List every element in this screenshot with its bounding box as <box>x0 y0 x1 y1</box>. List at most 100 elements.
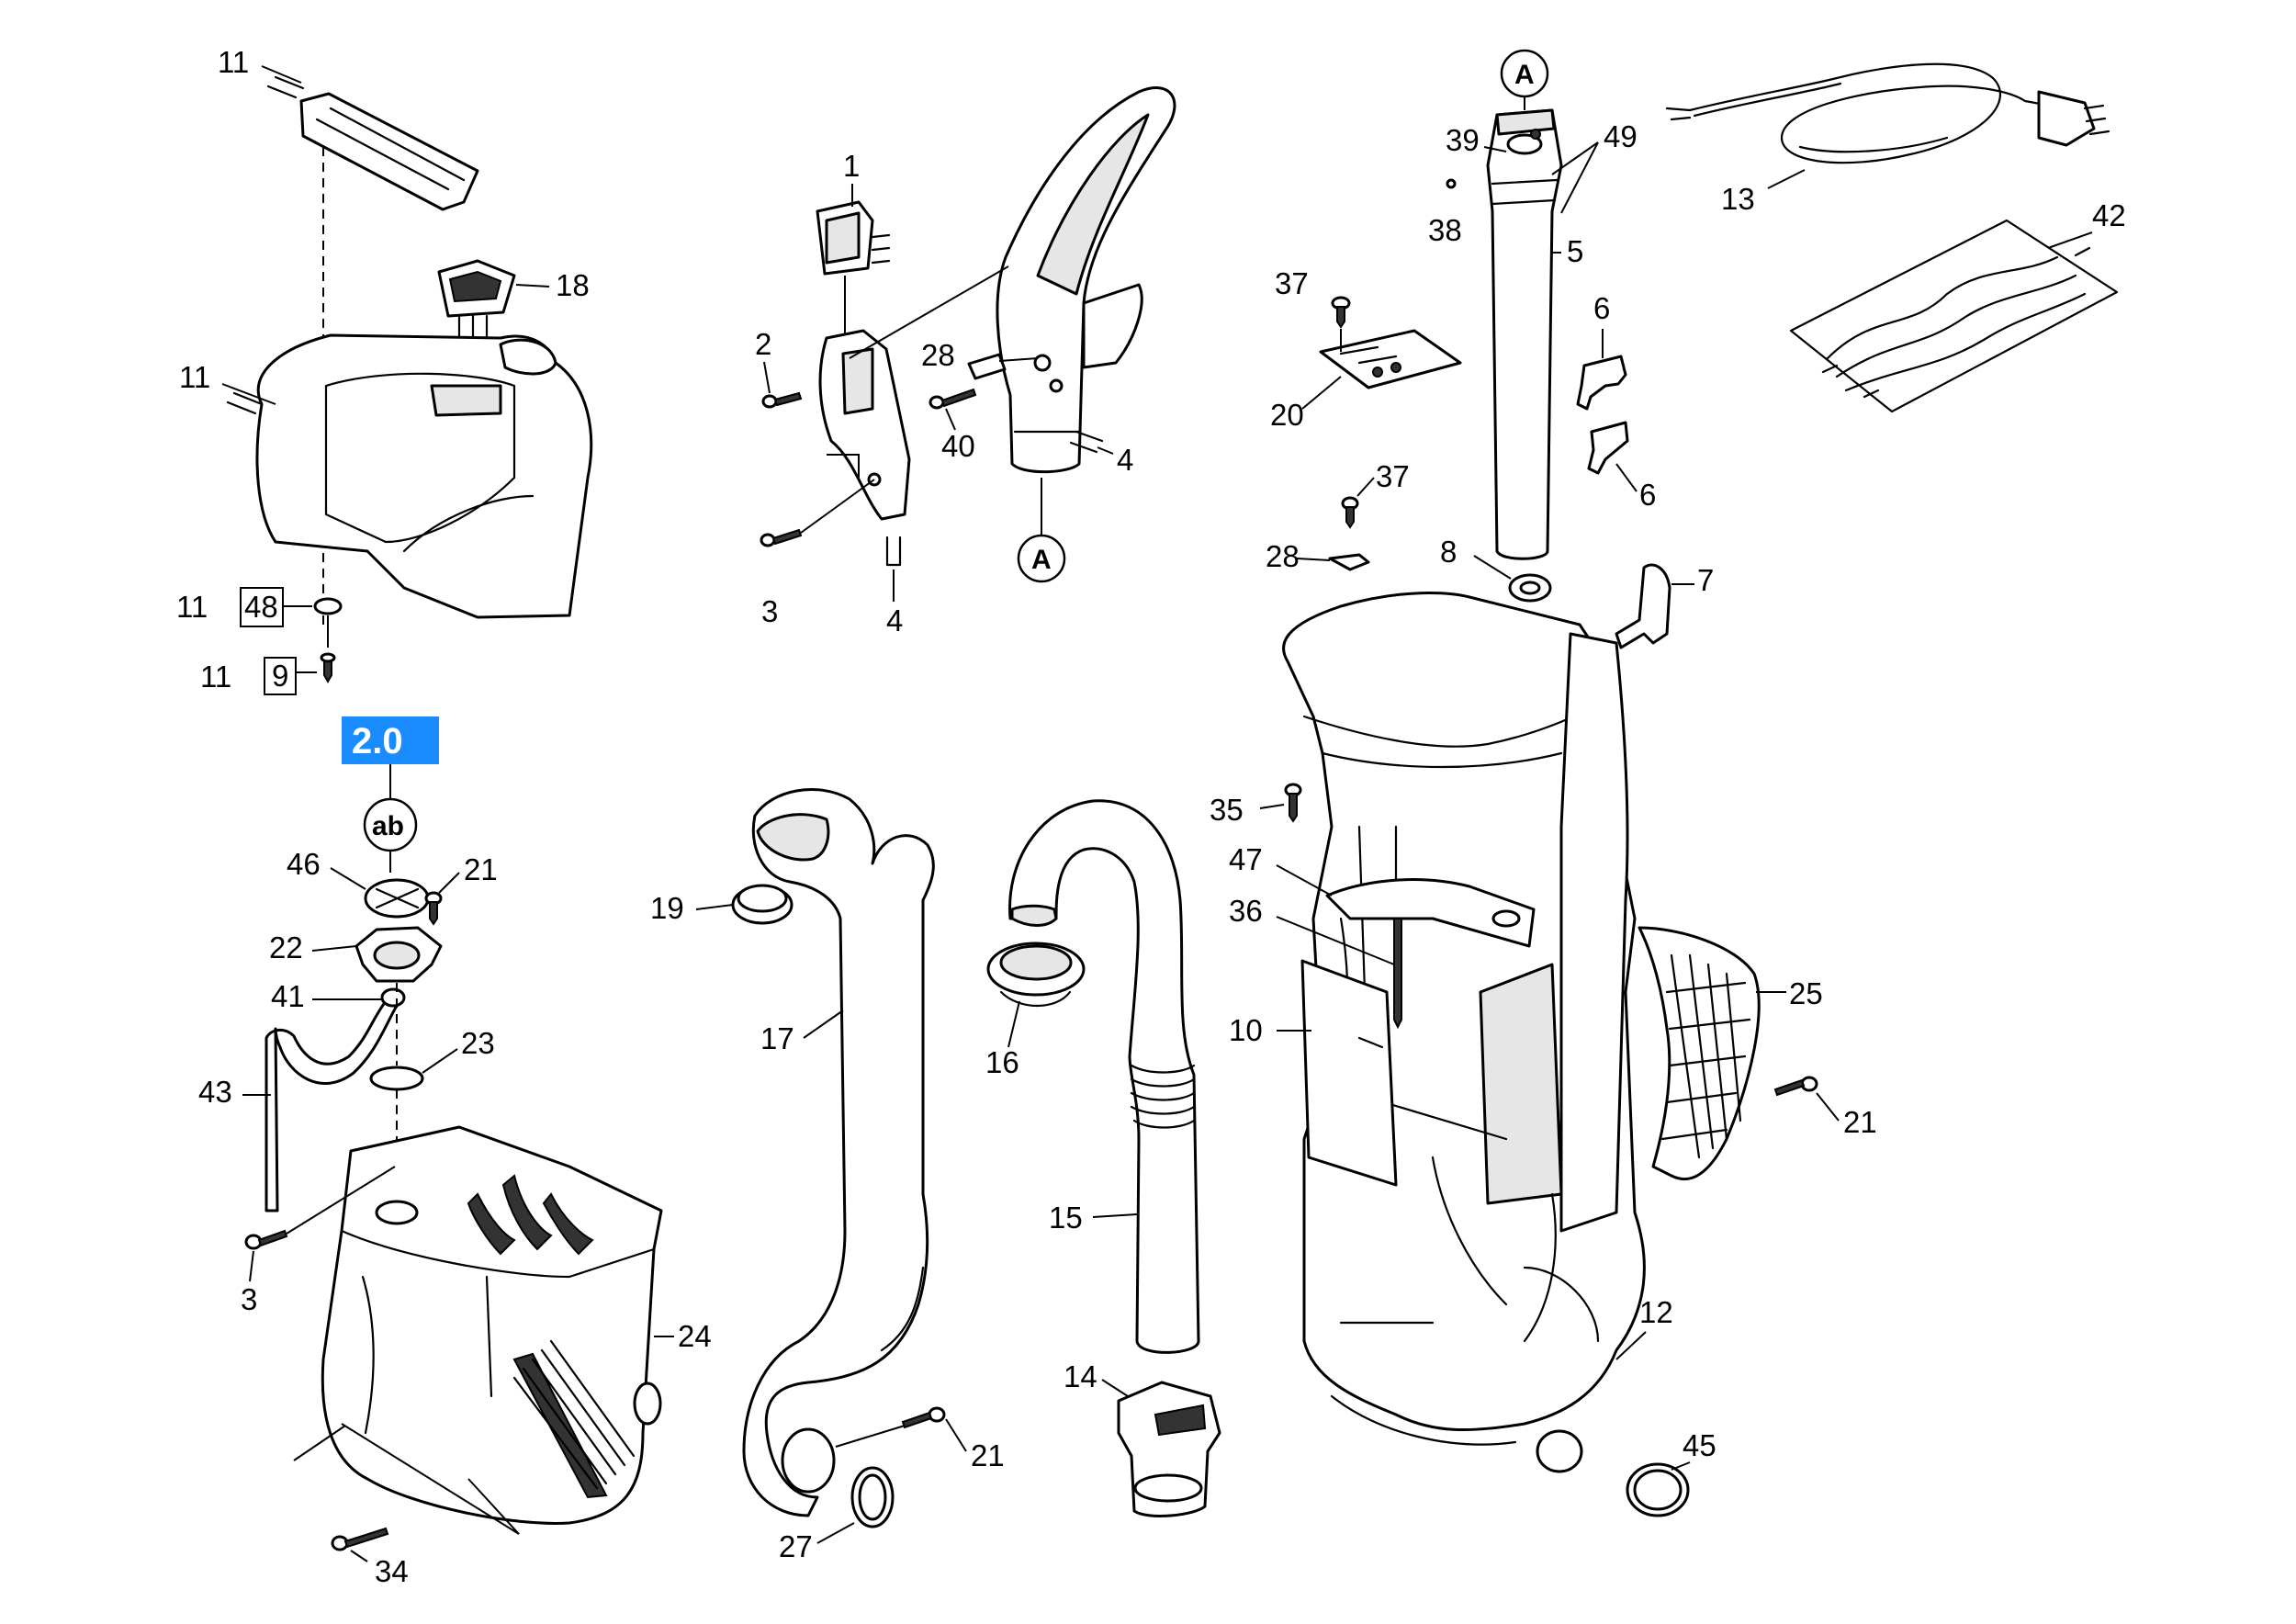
callout-35: 35 <box>1210 793 1244 827</box>
connector-part <box>1117 1381 1221 1517</box>
section-badge-text: 2.0 <box>352 721 403 761</box>
section-badge <box>342 716 439 764</box>
clip-part <box>1587 421 1629 475</box>
handle-bracket-part <box>818 329 911 521</box>
housing-tower-part <box>1559 632 1629 1233</box>
wiring-harness-part <box>1789 219 2119 413</box>
callout-6: 6 <box>1593 291 1610 325</box>
rocker-switch-part <box>437 259 516 342</box>
callout-7: 7 <box>1697 563 1714 597</box>
suction-hose-part <box>1008 799 1200 1354</box>
callout-39: 39 <box>1446 123 1480 157</box>
handle-grip-part <box>299 92 479 211</box>
screw-part <box>1341 496 1359 529</box>
callout-2: 2 <box>755 327 771 361</box>
switch-part <box>816 200 891 276</box>
callout-37: 37 <box>1376 459 1410 493</box>
callout-11: 11 <box>179 360 210 394</box>
tube-part <box>1486 108 1563 560</box>
ring-part <box>850 1466 895 1528</box>
callout-11: 11 <box>176 590 208 624</box>
ring-part <box>731 884 793 925</box>
callout-43: 43 <box>198 1075 232 1109</box>
circuit-board-part <box>1319 329 1462 389</box>
callout-28: 28 <box>1266 539 1300 573</box>
gasket-part <box>369 1066 424 1091</box>
callout-1: 1 <box>843 149 860 183</box>
clamp-part <box>1626 1462 1690 1517</box>
callout-25: 25 <box>1789 976 1823 1010</box>
callout-3: 3 <box>241 1282 257 1316</box>
callout-38: 38 <box>1428 213 1462 247</box>
callout-9: 9 <box>272 659 288 693</box>
callout-47: 47 <box>1229 842 1263 876</box>
callout-41: 41 <box>271 979 305 1013</box>
callout-22: 22 <box>269 930 303 964</box>
callout-4: 4 <box>1117 443 1133 477</box>
callout-48: 48 <box>244 590 278 624</box>
callout-4: 4 <box>886 603 903 637</box>
callout-28: 28 <box>921 338 955 372</box>
callout-3: 3 <box>761 594 778 628</box>
pin-part <box>929 353 1007 410</box>
callout-14: 14 <box>1064 1359 1097 1393</box>
marker-a-text: A <box>1514 60 1535 90</box>
callout-10: 10 <box>1229 1013 1263 1047</box>
callout-17: 17 <box>760 1021 794 1055</box>
callout-16: 16 <box>985 1045 1019 1079</box>
callout-24: 24 <box>678 1319 712 1353</box>
top-cover-part <box>255 333 593 619</box>
callout-11: 11 <box>200 660 231 694</box>
callout-box <box>264 657 297 695</box>
ring-part <box>1508 573 1552 603</box>
long-screw-part <box>1393 918 1402 1030</box>
screw-part <box>244 1229 288 1250</box>
callout-36: 36 <box>1229 894 1263 928</box>
callout-40: 40 <box>941 429 975 463</box>
clip-part <box>1328 553 1370 571</box>
intake-duct-part <box>742 788 935 1517</box>
grille-part <box>1638 926 1761 1181</box>
pin-part <box>1446 178 1457 189</box>
callout-20: 20 <box>1270 398 1304 432</box>
callout-27: 27 <box>779 1529 813 1563</box>
callout-49: 49 <box>1604 119 1638 153</box>
callout-21: 21 <box>1843 1105 1877 1139</box>
divider-panel-part <box>1300 959 1398 1187</box>
callout-21: 21 <box>464 852 498 886</box>
screw-part <box>1331 296 1351 329</box>
power-cord-part <box>1665 62 2110 164</box>
callout-5: 5 <box>1567 234 1583 268</box>
callout-34: 34 <box>375 1554 409 1588</box>
screw-part <box>320 652 336 684</box>
lever-part <box>1615 563 1671 649</box>
callout-46: 46 <box>287 847 321 881</box>
callout-11: 11 <box>218 45 249 79</box>
screw-part <box>331 1527 389 1551</box>
marker-ab-text: ab <box>372 811 404 841</box>
callout-45: 45 <box>1683 1428 1716 1462</box>
washer-part <box>313 597 343 615</box>
screw-part <box>424 891 443 926</box>
screw-part <box>761 391 803 409</box>
callout-18: 18 <box>556 268 590 302</box>
handle-part <box>996 86 1176 474</box>
callout-42: 42 <box>2092 198 2126 232</box>
callout-15: 15 <box>1049 1201 1083 1235</box>
callout-19: 19 <box>650 891 684 925</box>
gasket-part <box>986 942 1086 1008</box>
callout-23: 23 <box>461 1026 495 1060</box>
callout-37: 37 <box>1275 266 1309 300</box>
screw-part <box>760 528 803 547</box>
screw-part <box>901 1406 946 1429</box>
tank-part <box>321 1125 663 1525</box>
float-housing-part <box>355 926 443 983</box>
screw-part <box>1773 1076 1818 1097</box>
marker-a-text: A <box>1031 545 1052 575</box>
callout-8: 8 <box>1440 535 1457 569</box>
callout-6: 6 <box>1639 478 1656 512</box>
bracket-part <box>1325 878 1536 948</box>
callout-13: 13 <box>1721 182 1755 216</box>
callout-12: 12 <box>1639 1295 1673 1329</box>
screw-part <box>1284 783 1302 823</box>
